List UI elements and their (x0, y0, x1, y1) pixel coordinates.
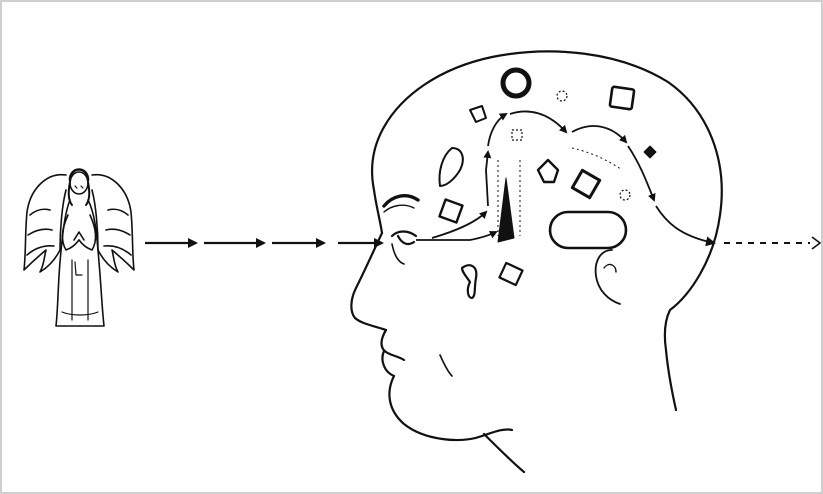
path-to-top (488, 114, 506, 146)
path-up (486, 152, 488, 206)
square-left-shape (439, 199, 462, 222)
neck-front (484, 434, 524, 472)
rounded-rectangle-shape (550, 212, 626, 248)
hexagon-shape (538, 160, 558, 182)
diamond-shape (572, 170, 599, 197)
path-mid-right (572, 126, 626, 142)
ring-shape (503, 70, 529, 96)
brain-shapes (439, 70, 656, 298)
neck-back (666, 350, 676, 410)
path-top-right (510, 111, 566, 132)
faint-circle-right-shape (620, 190, 630, 200)
human-head-profile (351, 51, 721, 472)
faint-circle-shape (557, 91, 567, 101)
face-chin (389, 376, 512, 440)
path-eye-to-spike (416, 232, 496, 240)
faint-square-shape (512, 130, 522, 140)
outgoing-signal (724, 237, 820, 249)
angel-head (70, 172, 88, 194)
filled-dot-shape (644, 146, 656, 158)
eyebrow (384, 196, 418, 206)
small-pentagon-shape (470, 106, 486, 122)
face-lips (382, 330, 405, 360)
face-forehead (372, 127, 384, 233)
head-outline (384, 51, 722, 350)
hook-shape (462, 265, 476, 298)
angel-figure (24, 170, 134, 327)
ear (596, 250, 620, 304)
square-lower-shape (499, 263, 522, 285)
face-nose (351, 233, 386, 330)
brain-signal-path (416, 111, 714, 243)
eye (392, 232, 416, 245)
central-spike (498, 178, 514, 242)
square-shape (610, 87, 635, 110)
leaf-shape (440, 148, 463, 186)
outgoing-arrow-tip (812, 237, 820, 249)
path-exit (656, 206, 714, 243)
